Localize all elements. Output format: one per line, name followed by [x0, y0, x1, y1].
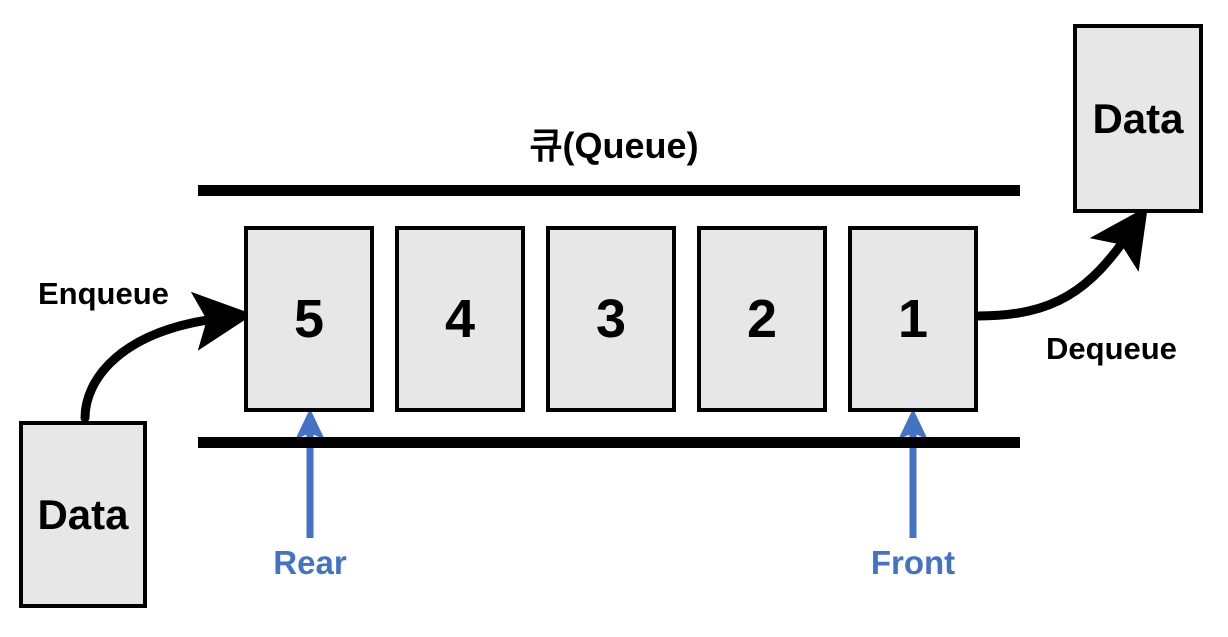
outgoing-data-box: Data: [1073, 24, 1203, 213]
queue-cell: 3: [546, 226, 676, 412]
queue-cell-value: 4: [444, 289, 476, 349]
queue-cell: 4: [395, 226, 525, 412]
incoming-data-box: Data: [19, 421, 147, 608]
queue-rail-bottom: [198, 437, 1020, 448]
dequeue-label: Dequeue: [1046, 331, 1177, 366]
queue-cell-value: 5: [293, 289, 325, 349]
queue-cell: 2: [697, 226, 827, 412]
outgoing-data-label: Data: [1092, 94, 1184, 142]
enqueue-label: Enqueue: [38, 276, 169, 311]
queue-cell-value: 1: [897, 289, 929, 349]
dequeue-arrow: [973, 206, 1148, 321]
queue-cell: 1: [848, 226, 978, 412]
queue-title: 큐(Queue): [529, 125, 699, 166]
front-pointer-label: Front: [870, 544, 956, 581]
queue-rail-top: [198, 185, 1020, 196]
incoming-data-label: Data: [37, 490, 129, 538]
rear-pointer-label: Rear: [273, 544, 347, 581]
enqueue-arrow: [80, 291, 254, 423]
queue-cell: 5: [244, 226, 374, 412]
queue-cell-value: 3: [595, 289, 627, 349]
queue-cell-value: 2: [746, 289, 778, 349]
